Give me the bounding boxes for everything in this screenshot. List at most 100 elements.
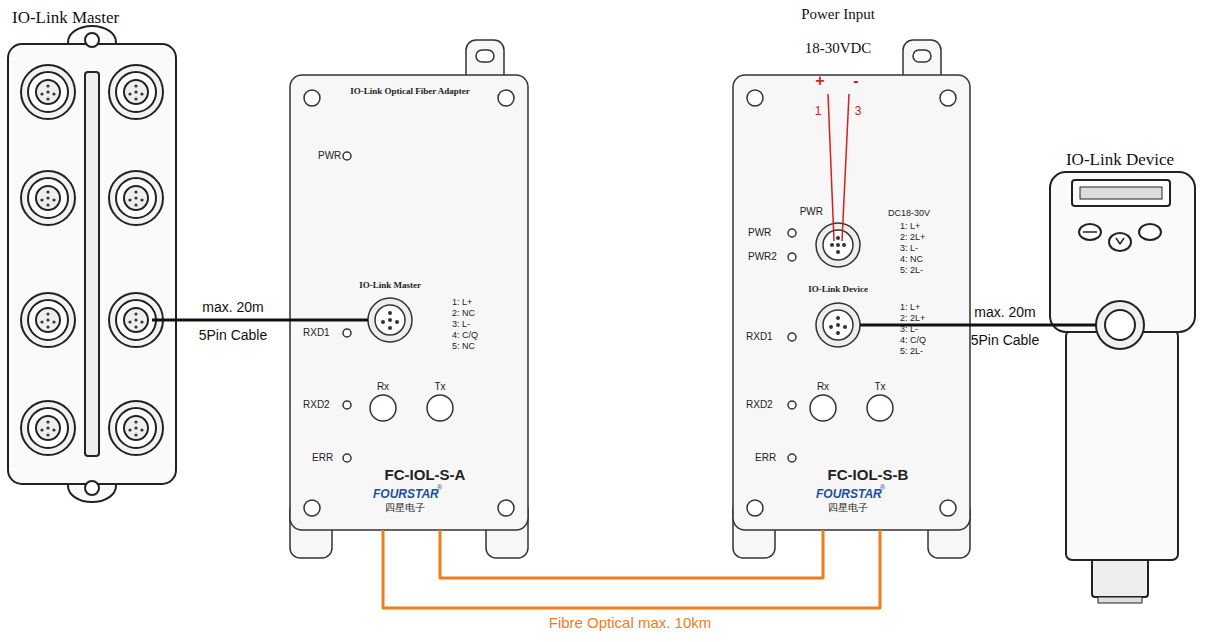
drawing-stroke: [28, 178, 68, 218]
drawing-stroke: [46, 90, 49, 93]
drawing-stroke: [109, 65, 163, 119]
drawing-stroke: [124, 186, 148, 210]
drawing-stroke: [830, 243, 834, 247]
drawing-stroke: [388, 326, 392, 330]
drawing-stroke: [40, 428, 43, 431]
drawing-stroke: [290, 75, 528, 530]
pin-name: 4: C/Q: [452, 330, 478, 340]
drawing-stroke: [124, 416, 148, 440]
pin-name: 1: L+: [452, 297, 472, 307]
model-number: FC-IOL-S-B: [828, 466, 909, 483]
pin-name: 3: L-: [900, 243, 918, 253]
drawing-stroke: [134, 203, 137, 206]
cable-length: max. 20m: [202, 299, 263, 315]
port-label: PWR: [800, 206, 823, 217]
brand-name: FOURSTAR: [373, 487, 439, 501]
drawing-stroke: [788, 229, 796, 237]
drawing-stroke: [134, 433, 137, 436]
drawing-stroke: [21, 401, 75, 455]
led-label: RXD1: [746, 331, 773, 342]
drawing-stroke: [747, 90, 763, 106]
drawing-stroke: [388, 311, 392, 315]
led-label: ERR: [755, 452, 776, 463]
adapter-a-housing: [290, 40, 528, 558]
drawing-stroke: [867, 395, 893, 421]
drawing-stroke: [388, 318, 392, 322]
brand-name: FOURSTAR: [816, 487, 882, 501]
drawing-stroke: [134, 190, 137, 193]
drawing-stroke: [46, 84, 49, 87]
drawing-stroke: [343, 454, 351, 462]
drawing-stroke: [1092, 555, 1148, 597]
drawing-stroke: [46, 196, 49, 199]
cable-line: [177, 319, 290, 322]
drawing-stroke: [28, 72, 68, 112]
drawing-stroke: [343, 329, 351, 337]
drawing-stroke: [810, 395, 836, 421]
drawing-stroke: [140, 92, 143, 95]
drawing-stroke: [370, 395, 396, 421]
port-label: IO-Link Device: [808, 284, 868, 294]
drawing-stroke: [1105, 310, 1135, 340]
port-label: Rx: [817, 381, 829, 392]
pin-name: 2: NC: [452, 308, 475, 318]
drawing-stroke: [828, 94, 834, 241]
drawing-stroke: [46, 433, 49, 436]
fiber-adapter-b: PWRPWR2PWRDC18-30V1: L+2: 2L+3: L-4: NC5…: [733, 75, 970, 530]
drawing-stroke: [836, 331, 840, 335]
drawing-stroke: [842, 94, 849, 241]
drawing-stroke: [46, 420, 49, 423]
drawing-stroke: [823, 310, 853, 340]
drawing-stroke: [140, 198, 143, 201]
drawing-stroke: [134, 318, 137, 321]
drawing-stroke: [109, 171, 163, 225]
pin-name: 2: 2L+: [900, 232, 925, 242]
model-number: FC-IOL-S-A: [385, 466, 466, 483]
power-label: Power Input: [801, 6, 875, 23]
drawing-stroke: [290, 319, 368, 322]
pin-name: 4: C/Q: [900, 335, 926, 345]
device-heading: IO-Link Master: [12, 8, 119, 28]
drawing-stroke: [109, 401, 163, 455]
drawing-stroke: [788, 401, 796, 409]
drawing-stroke: [85, 72, 99, 456]
drawing-stroke: [1139, 224, 1161, 240]
drawing-stroke: [498, 90, 514, 106]
pin-number: 1: [815, 104, 822, 118]
drawing-stroke: [381, 320, 385, 324]
drawing-stroke: [134, 84, 137, 87]
drawing-stroke: [788, 454, 796, 462]
io-link-master: IO-Link Master: [5, 5, 177, 500]
drawing-stroke: [1040, 324, 1096, 327]
polarity-sign: -: [853, 72, 858, 90]
fiber-optic-line: [383, 530, 880, 608]
power-wires: [828, 94, 849, 241]
led-label: PWR: [318, 150, 341, 161]
pin-name: 2: 2L+: [900, 313, 925, 323]
port-label: Tx: [874, 381, 885, 392]
drawing-stroke: [124, 80, 148, 104]
drawing-stroke: [128, 428, 131, 431]
drawing-stroke: [46, 312, 49, 315]
drawing-stroke: [134, 97, 137, 100]
drawing-stroke: [788, 253, 796, 261]
drawing-stroke: [52, 428, 55, 431]
drawing-stroke: [36, 80, 60, 104]
pin-name: 5: 2L-: [900, 265, 923, 275]
drawing-stroke: [40, 198, 43, 201]
drawing-stroke: [140, 320, 143, 323]
cable-line: [970, 324, 1040, 327]
drawing-stroke: [836, 323, 840, 327]
drawing-stroke: [116, 300, 156, 340]
drawing-stroke: [843, 325, 847, 329]
led-label: RXD1: [303, 327, 330, 338]
drawing-stroke: [842, 243, 846, 247]
drawing-stroke: [36, 308, 60, 332]
drawing-stroke: [788, 333, 796, 341]
drawing-stroke: [1066, 330, 1178, 560]
device-heading: IO-Link Device: [1066, 150, 1174, 170]
drawing-stroke: [304, 500, 320, 516]
drawing-stroke: [21, 65, 163, 455]
